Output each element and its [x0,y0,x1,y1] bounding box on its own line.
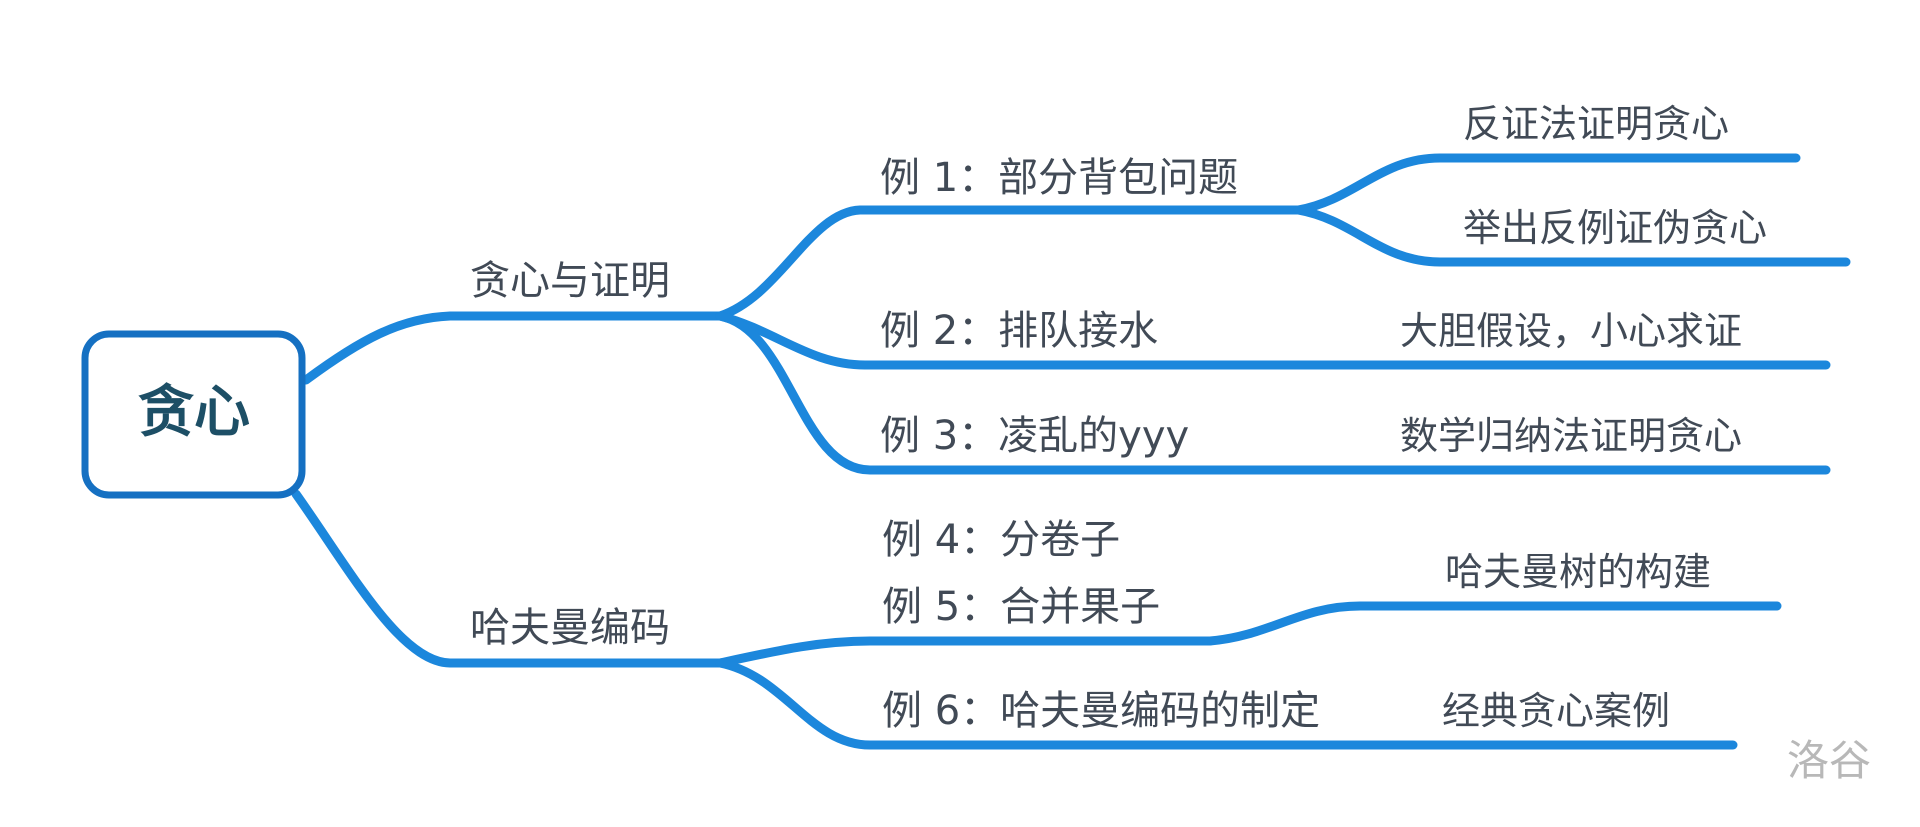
leaf-classic-greedy[interactable]: 经典贪心案例 [1442,689,1670,733]
edges-branch-2 [715,636,1399,750]
root-node[interactable]: 贪心 [81,330,306,499]
edge-branch-1-to-example-1 [715,205,1303,321]
edge-branch-2-to-example-5 [715,636,1215,668]
branch-2-label[interactable]: 哈夫曼编码 [470,605,670,651]
edge-example-1-to-leaf-2 [1293,205,1851,267]
leaf-bold-hypothesis[interactable]: 大胆假设，小心求证 [1400,309,1742,353]
example-2-label[interactable]: 例 2：排队接水 [880,308,1158,354]
example-6-label[interactable]: 例 6：哈夫曼编码的制定 [882,688,1320,734]
edge-root-to-branch-1 [301,311,725,385]
root-node-label: 贪心 [138,380,250,445]
example-1-label[interactable]: 例 1：部分背包问题 [880,155,1238,201]
example-3-label[interactable]: 例 3：凌乱的yyy [880,413,1189,459]
edge-example-5-to-leaf [1205,601,1782,646]
root-node-box [81,330,306,499]
edges-branch-1 [715,205,1303,475]
leaf-induction-proof[interactable]: 数学归纳法证明贪心 [1400,414,1742,458]
leaf-huffman-tree[interactable]: 哈夫曼树的构建 [1445,550,1711,594]
edge-branch-1-to-example-3 [715,311,1237,475]
example-4-label[interactable]: 例 4：分卷子 [882,517,1120,563]
leaf-counterexample[interactable]: 举出反例证伪贪心 [1463,206,1767,250]
edge-branch-2-to-example-6 [715,658,1399,750]
leaf-proof-by-contradiction[interactable]: 反证法证明贪心 [1463,102,1729,146]
edges-root [291,311,725,668]
example-5-label[interactable]: 例 5：合并果子 [882,584,1160,630]
watermark-logo: 洛谷 [1787,736,1871,785]
edge-root-to-branch-2 [291,489,725,668]
branch-1-label[interactable]: 贪心与证明 [470,258,670,304]
edge-example-1-to-leaf-1 [1293,153,1801,215]
edges-leaves [1205,153,1851,750]
